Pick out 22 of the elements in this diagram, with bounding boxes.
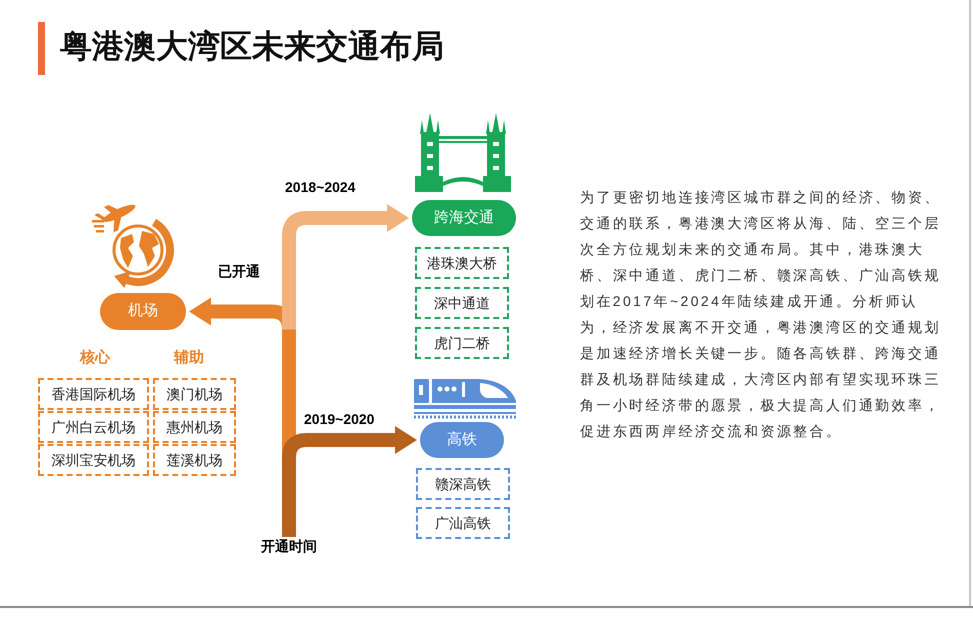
dashed-item-box: 港珠澳大桥 <box>415 247 509 279</box>
arrow <box>282 426 417 458</box>
arrow <box>282 204 409 330</box>
dashed-item-box: 澳门机场 <box>153 378 236 410</box>
category-pill: 机场 <box>100 293 186 330</box>
category-pill: 高铁 <box>420 422 504 458</box>
dashed-item-box: 深中通道 <box>415 287 509 319</box>
page-title: 粤港澳大湾区未来交通布局 <box>60 27 444 66</box>
category-pill: 跨海交通 <box>412 200 516 236</box>
description-paragraph: 为了更密切地连接湾区城市群之间的经济、物资、交通的联系，粤港澳大湾区将从海、陆、空三个层次全方位规划未来的交通布局。其中，港珠澳大桥、深中通道、虎门二桥、赣深高铁、广汕高铁规划在2017年~2024年陆续建成开通。分析师认为，经济发展离不开交通，粤港澳湾区的交通规划是加速经济增长关键一步。随各高铁群、跨海交通群及机场群陆续建成，大湾区内部有望实现环珠三角一小时经济带的愿景，极大提高人们通勤效率，促进东西两岸经济交流和资源整合。 <box>580 188 942 441</box>
dashed-item-box: 广州白云机场 <box>38 411 149 443</box>
dashed-item-box: 香港国际机场 <box>38 378 149 410</box>
column-header: 核心 <box>80 348 110 368</box>
edge-label: 已开通 <box>216 262 262 280</box>
dashed-item-box: 深圳宝安机场 <box>38 444 149 476</box>
dashed-item-box: 虎门二桥 <box>415 327 509 359</box>
column-header: 辅助 <box>174 348 204 368</box>
dashed-item-box: 惠州机场 <box>153 411 236 443</box>
dashed-item-box: 莲溪机场 <box>153 444 236 476</box>
dashed-item-box: 赣深高铁 <box>416 468 510 500</box>
timeline-origin-label: 开通时间 <box>259 537 319 555</box>
dashed-item-box: 广汕高铁 <box>416 507 510 539</box>
